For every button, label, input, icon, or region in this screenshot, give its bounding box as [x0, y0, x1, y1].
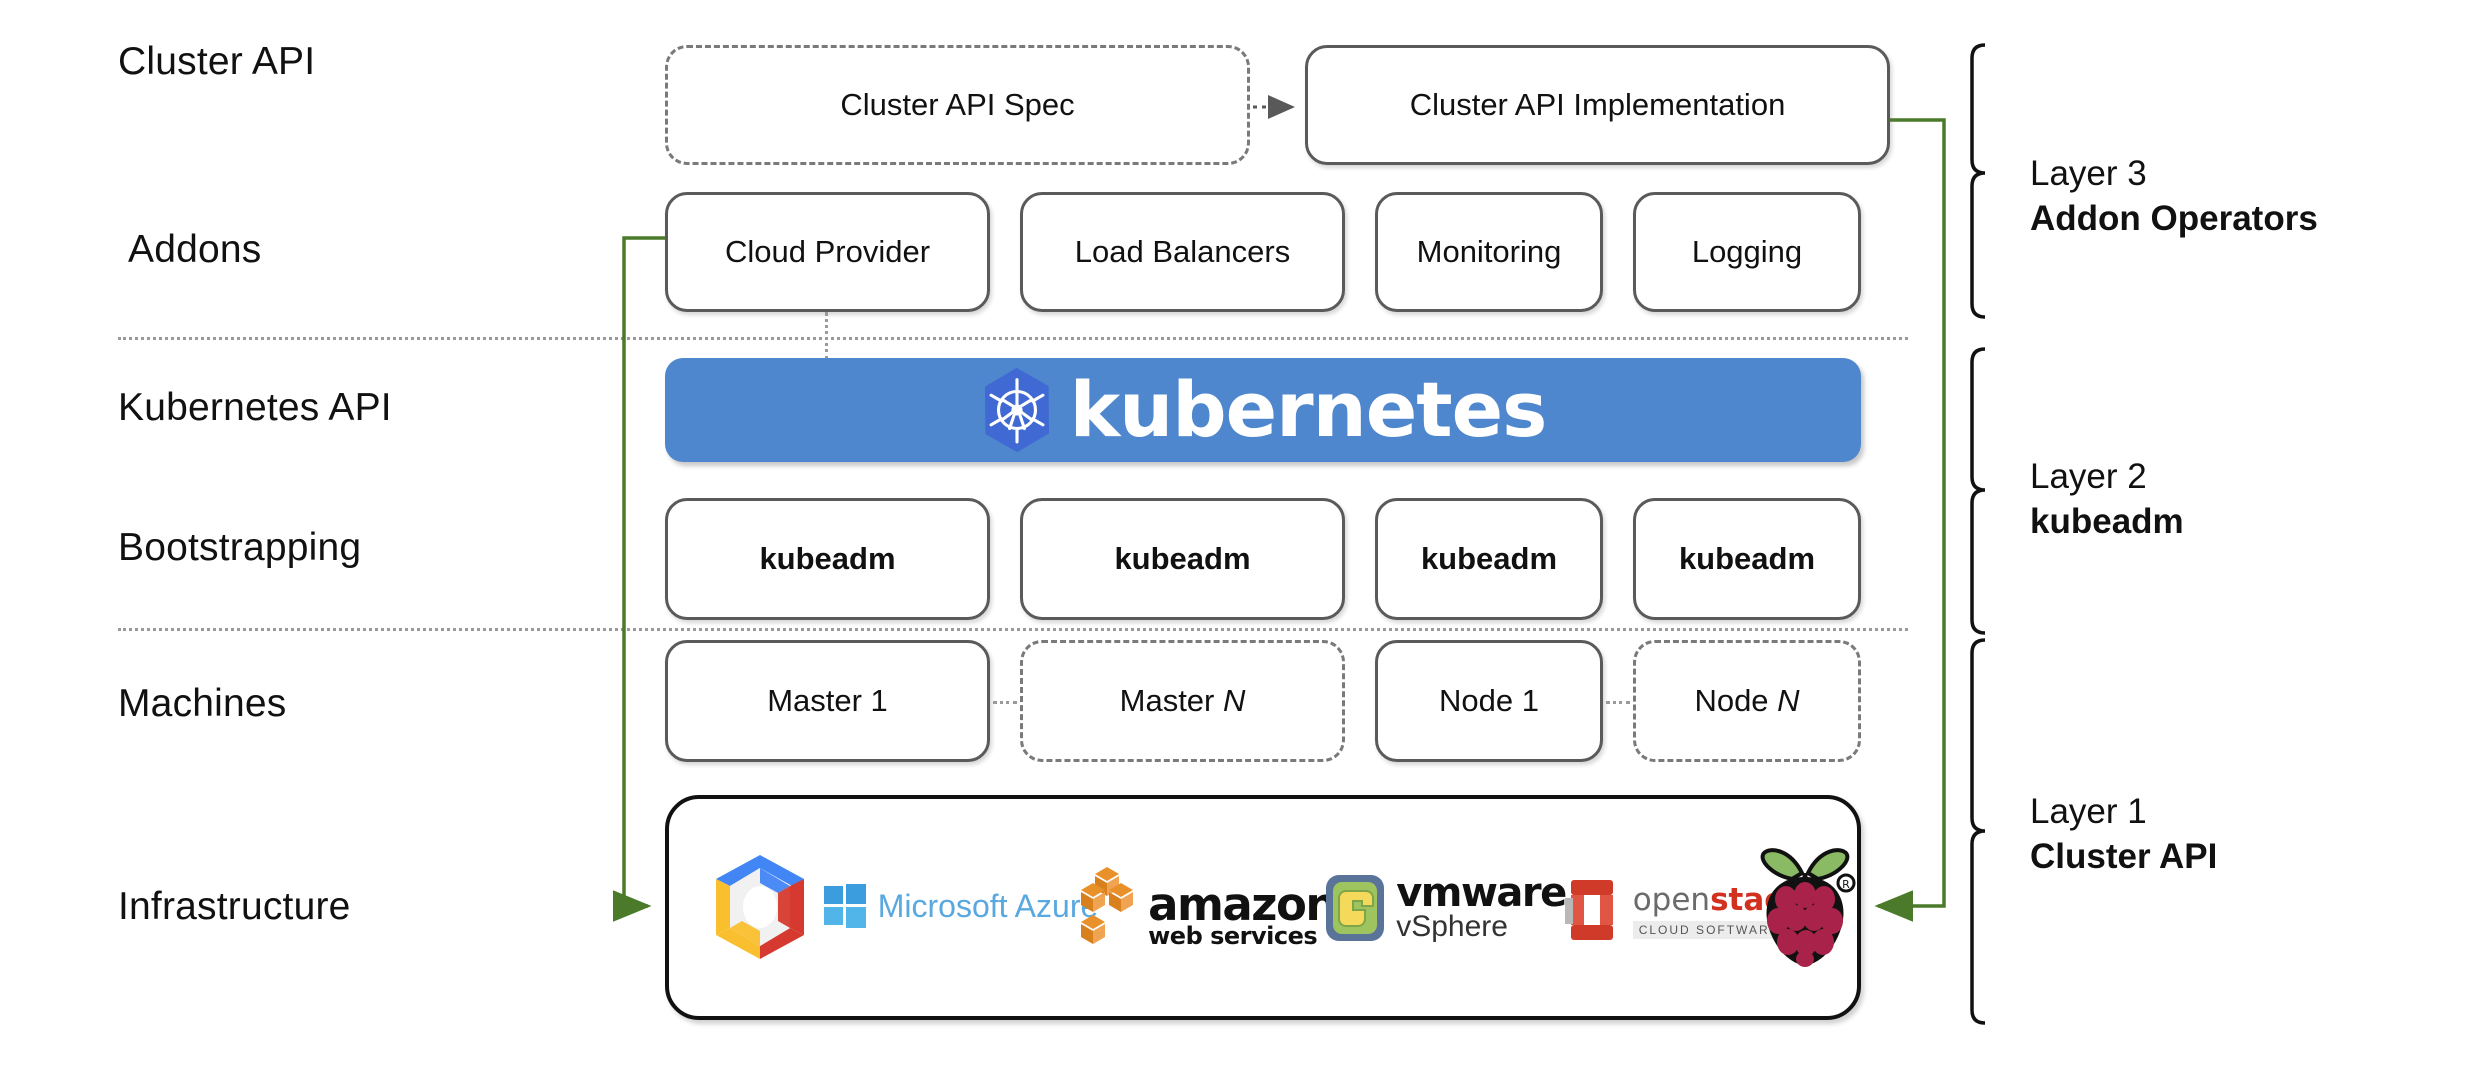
box-master-1[interactable]: Master 1 — [665, 640, 990, 762]
box-kubeadm-4[interactable]: kubeadm — [1633, 498, 1861, 620]
microsoft-azure-logo: Microsoft Azure — [823, 878, 1098, 934]
box-node-n[interactable]: Node N — [1633, 640, 1861, 762]
layer-3-subtitle: Addon Operators — [2030, 198, 2318, 238]
box-kubeadm-3[interactable]: kubeadm — [1375, 498, 1603, 620]
vmware-square-icon — [1324, 872, 1386, 944]
master-n-index: N — [1222, 683, 1246, 718]
openstack-bracket-icon — [1563, 876, 1623, 944]
amazon-wordmark: amazon — [1148, 877, 1337, 931]
amazon-web-services-logo: amazon web services — [1081, 855, 1337, 955]
row-label-machines: Machines — [118, 682, 287, 725]
row-label-infrastructure: Infrastructure — [118, 885, 351, 928]
box-cluster-api-spec[interactable]: Cluster API Spec — [665, 45, 1250, 165]
layer-1-subtitle: Cluster API — [2030, 836, 2218, 876]
ellipsis-nodes — [1606, 701, 1630, 704]
bracket-layer-3 — [1970, 43, 1986, 319]
box-kubeadm-2[interactable]: kubeadm — [1020, 498, 1345, 620]
bracket-layer-2 — [1970, 347, 1986, 635]
openstack-tagline: CLOUD SOFTWARE — [1632, 920, 1786, 939]
layer-1-title: Layer 1 — [2030, 792, 2147, 831]
arrow-implementation-to-infrastructure — [1874, 118, 1946, 922]
box-master-n-label: Master N — [1119, 683, 1246, 718]
layer-label-3: Layer 3 Addon Operators — [2030, 152, 2318, 242]
box-load-balancers[interactable]: Load Balancers — [1020, 192, 1345, 312]
box-node-1[interactable]: Node 1 — [1375, 640, 1603, 762]
openstack-open-wordmark: open — [1632, 881, 1711, 918]
box-logging[interactable]: Logging — [1633, 192, 1861, 312]
box-node-n-label: Node N — [1694, 683, 1800, 718]
google-cloud-platform-logo — [700, 845, 820, 969]
svg-text:R: R — [1842, 878, 1850, 891]
layer-2-subtitle: kubeadm — [2030, 501, 2184, 541]
connector-cloud-provider-to-kubernetes — [825, 312, 828, 360]
raspberry-pi-logo: R — [1745, 842, 1865, 972]
layer-label-2: Layer 2 kubeadm — [2030, 455, 2184, 545]
kubernetes-helm-wheel-icon — [980, 366, 1054, 454]
box-master-n[interactable]: Master N — [1020, 640, 1345, 762]
web-services-wordmark: web services — [1148, 921, 1318, 950]
layer-2-title: Layer 2 — [2030, 457, 2147, 496]
row-label-bootstrapping: Bootstrapping — [118, 526, 362, 569]
kubernetes-banner[interactable]: kubernetes — [665, 358, 1861, 462]
box-kubeadm-1[interactable]: kubeadm — [665, 498, 990, 620]
ellipsis-masters — [993, 701, 1017, 704]
separator-layer3-layer2 — [118, 337, 1908, 340]
row-label-cluster-api: Cluster API — [118, 40, 316, 83]
kubernetes-wordmark: kubernetes — [1069, 365, 1548, 454]
box-cloud-provider[interactable]: Cloud Provider — [665, 192, 990, 312]
separator-layer2-layer1 — [118, 628, 1908, 631]
microsoft-azure-wordmark: Microsoft Azure — [877, 887, 1099, 924]
aws-cubes-icon — [1074, 865, 1140, 951]
layer-label-1: Layer 1 Cluster API — [2030, 790, 2217, 880]
microsoft-windows-icon — [822, 882, 868, 930]
row-label-kubernetes-api: Kubernetes API — [118, 386, 392, 429]
vmware-vsphere-logo: vmware vSphere — [1320, 868, 1570, 948]
node-n-index: N — [1777, 683, 1800, 718]
box-monitoring[interactable]: Monitoring — [1375, 192, 1603, 312]
layer-3-title: Layer 3 — [2030, 154, 2147, 193]
box-cluster-api-implementation[interactable]: Cluster API Implementation — [1305, 45, 1890, 165]
vsphere-wordmark: vSphere — [1396, 910, 1508, 943]
row-label-addons: Addons — [128, 228, 262, 271]
bracket-layer-1 — [1970, 638, 1986, 1025]
vmware-wordmark: vmware — [1396, 870, 1567, 916]
